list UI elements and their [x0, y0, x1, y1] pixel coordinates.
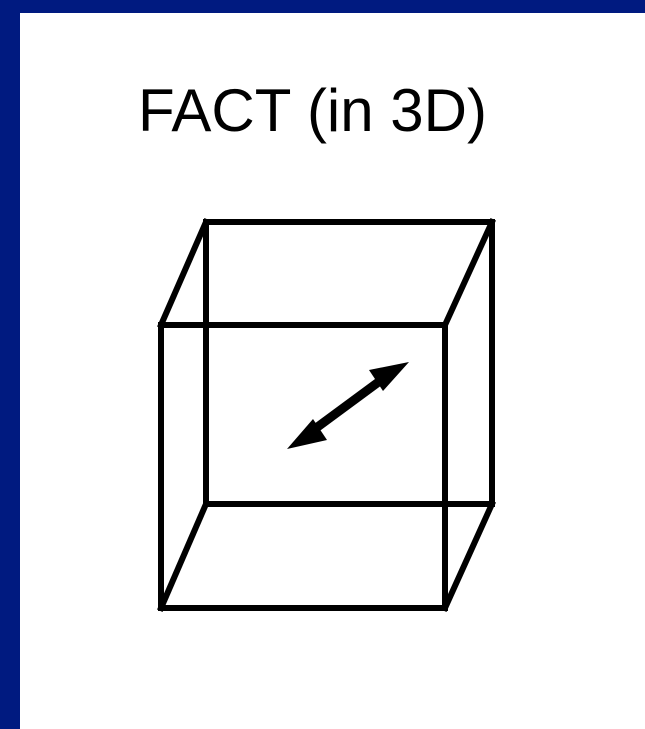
cube-diagram	[157, 218, 496, 612]
cube-edge-bottom-left	[157, 500, 210, 612]
slide-title: FACT (in 3D)	[138, 77, 487, 144]
slide-panel: FACT (in 3D)	[20, 13, 645, 729]
cube-back-face	[203, 219, 495, 507]
double-arrow-icon	[287, 362, 409, 449]
cube-edge-top-left	[157, 218, 210, 329]
cube-front-face	[158, 322, 448, 611]
cube-edge-top-right	[441, 218, 496, 329]
cube-edge-bottom-right	[441, 500, 496, 612]
